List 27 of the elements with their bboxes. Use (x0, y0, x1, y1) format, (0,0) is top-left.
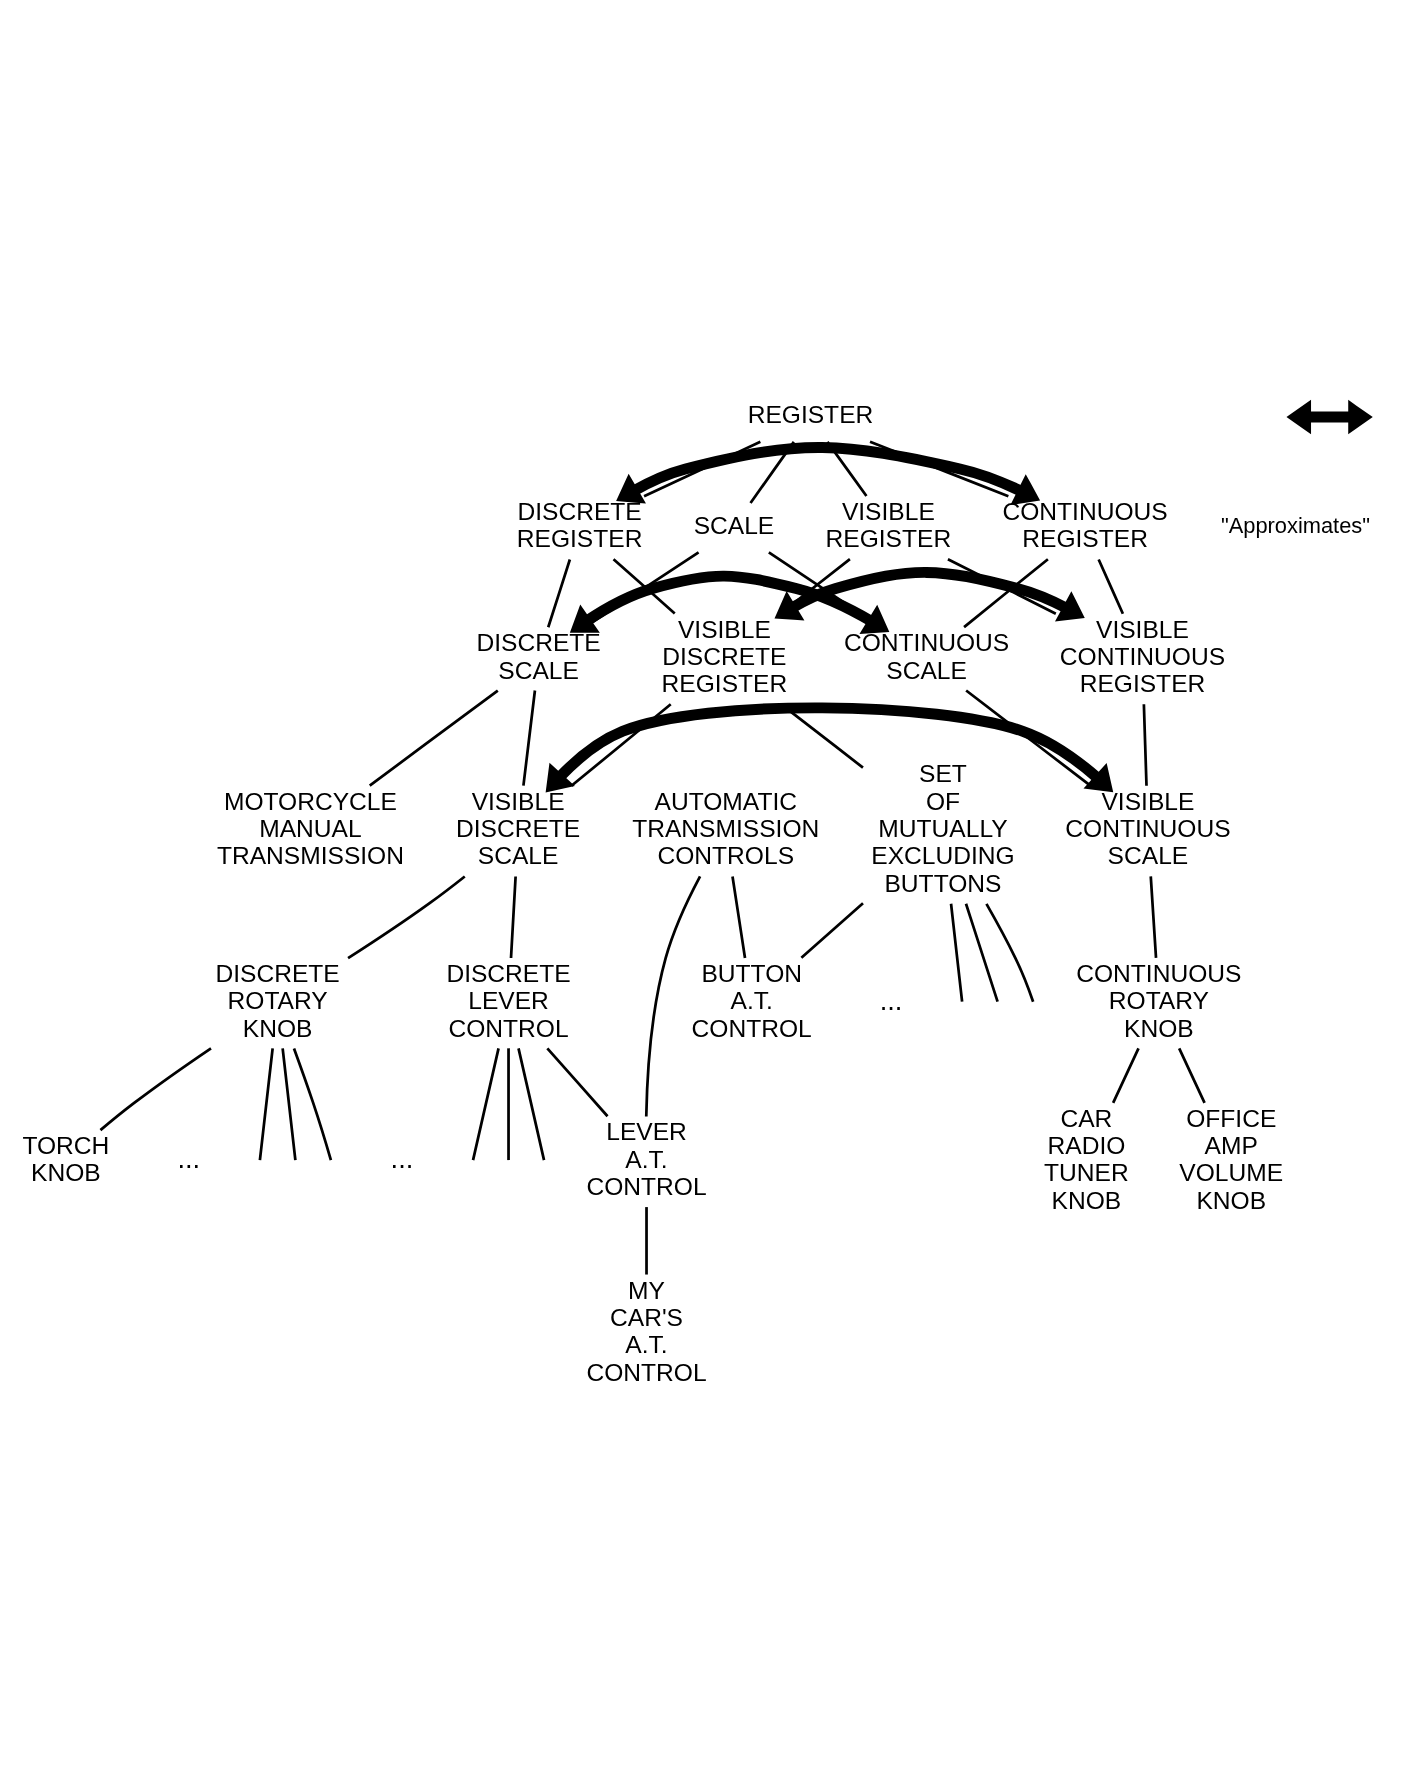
legend-label: "Approximates" (1220, 512, 1370, 538)
node-text: DISCRETE SCALE (476, 628, 601, 684)
node-text: CONTINUOUS REGISTER (1002, 497, 1168, 552)
node-text: CONTINUOUS SCALE (843, 628, 1010, 684)
node-text: VISIBLE REGISTER (825, 497, 952, 552)
node-text: SET OF MUTUALLY EXCLUDING BUTTONS (871, 759, 1015, 897)
node-text: VISIBLE DISCRETE REGISTER (661, 615, 788, 697)
node-text: OFFICE AMP VOLUME KNOB (1179, 1104, 1284, 1214)
node-text: MOTORCYCLE MANUAL TRANSMISSION (216, 787, 404, 869)
node-text: VISIBLE DISCRETE SCALE (455, 787, 581, 869)
label: ... (879, 984, 903, 1016)
node-text: BUTTON A.T. CONTROL (691, 959, 812, 1041)
label: ... (390, 1142, 414, 1174)
node-text: SCALE (693, 511, 775, 539)
node-text: DISCRETE ROTARY KNOB (215, 959, 340, 1041)
node-text: REGISTER (747, 400, 874, 428)
node-text: LEVER A.T. CONTROL (586, 1117, 707, 1200)
label: ... (177, 1142, 201, 1174)
node-text: TORCH KNOB (22, 1131, 110, 1186)
node-text: VISIBLE CONTINUOUS REGISTER (1059, 615, 1226, 697)
node-text: MY CAR'S A.T. CONTROL (586, 1276, 707, 1386)
node-text: VISIBLE CONTINUOUS SCALE (1065, 787, 1231, 869)
node-text: DISCRETE LEVER CONTROL (446, 959, 571, 1041)
node-text: CONTINUOUS ROTARY KNOB (1076, 959, 1242, 1041)
node-text: DISCRETE REGISTER (516, 497, 643, 552)
node-text: AUTOMATIC TRANSMISSION CONTROLS (632, 787, 820, 869)
node-text: CAR RADIO TUNER KNOB (1044, 1104, 1129, 1214)
